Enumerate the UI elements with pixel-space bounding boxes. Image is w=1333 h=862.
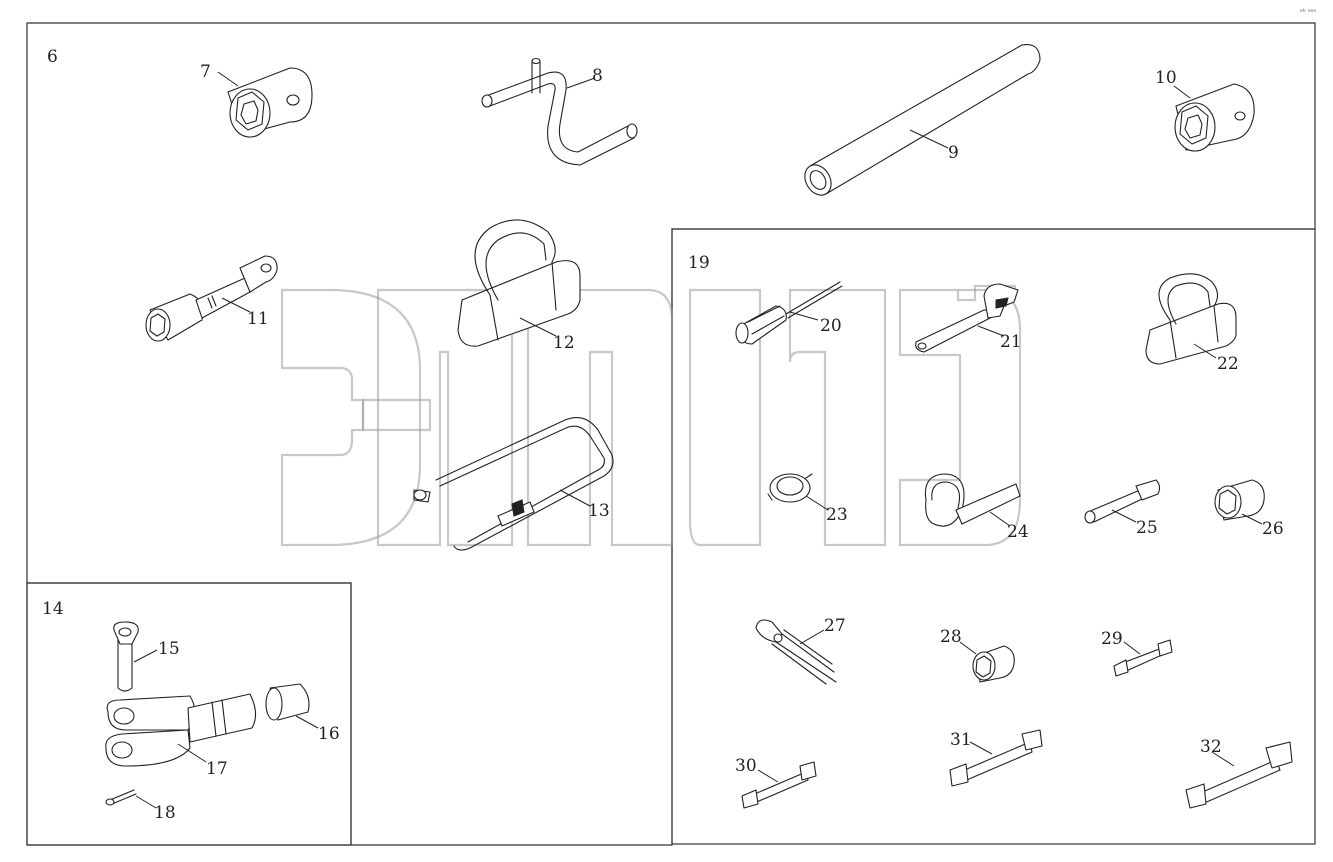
part-32-open-end-wrench xyxy=(1185,741,1293,809)
watermark-logo xyxy=(280,284,1022,547)
group-label-6: 6 xyxy=(47,47,58,67)
callout-28: 28 xyxy=(940,627,962,647)
callout-7: 7 xyxy=(200,62,211,82)
part-9-tube xyxy=(804,44,1041,196)
group-label-19: 19 xyxy=(688,253,710,273)
callout-25: 25 xyxy=(1136,518,1158,538)
part-30-open-end-wrench xyxy=(741,761,817,809)
part-25-extension-bar xyxy=(1084,479,1161,524)
part-20-screwdriver xyxy=(735,281,843,345)
part-16-sleeve xyxy=(265,683,310,721)
callout-20: 20 xyxy=(820,316,842,336)
callout-29: 29 xyxy=(1101,629,1123,649)
callout-21: 21 xyxy=(1000,332,1022,352)
callout-22: 22 xyxy=(1217,354,1239,374)
callout-32: 32 xyxy=(1200,737,1222,757)
part-7-socket-wrench xyxy=(227,67,313,138)
part-11-extension-socket xyxy=(145,255,278,342)
part-12-tool-bag xyxy=(457,219,581,347)
part-23-tire-gauge xyxy=(767,473,813,503)
part-15-pin xyxy=(113,621,139,692)
part-8-crank-handle xyxy=(481,57,638,166)
callout-16: 16 xyxy=(318,724,340,744)
corner-mark: ᵃᵇ ᵃᵃᵃ xyxy=(1300,8,1316,16)
callout-10: 10 xyxy=(1155,68,1177,88)
callout-13: 13 xyxy=(588,501,610,521)
callout-18: 18 xyxy=(154,803,176,823)
group-label-14: 14 xyxy=(42,599,64,619)
part-31-open-end-wrench xyxy=(949,729,1043,787)
callout-31: 31 xyxy=(950,730,972,750)
callout-17: 17 xyxy=(206,759,228,779)
part-26-socket-wrench xyxy=(1214,479,1265,521)
part-27-pliers xyxy=(755,619,837,685)
part-10-socket-wrench xyxy=(1174,83,1255,152)
part-18-cotter-pin xyxy=(105,789,137,806)
part-28-socket-wrench xyxy=(972,645,1015,683)
callout-8: 8 xyxy=(592,66,603,86)
part-13-cable xyxy=(413,417,614,551)
frame-group-14 xyxy=(26,582,352,846)
callout-12: 12 xyxy=(553,333,575,353)
callout-11: 11 xyxy=(247,309,269,329)
part-24-strap-wrench xyxy=(924,473,1021,527)
part-17-clevis xyxy=(105,693,257,767)
callout-27: 27 xyxy=(824,616,846,636)
part-29-open-end-wrench xyxy=(1113,639,1173,677)
part-22-tool-bag xyxy=(1145,273,1237,365)
callout-15: 15 xyxy=(158,639,180,659)
callout-9: 9 xyxy=(948,143,959,163)
part-21-adjustable-wrench xyxy=(915,283,1019,353)
callout-24: 24 xyxy=(1007,522,1029,542)
callout-23: 23 xyxy=(826,505,848,525)
callout-30: 30 xyxy=(735,756,757,776)
callout-26: 26 xyxy=(1262,519,1284,539)
